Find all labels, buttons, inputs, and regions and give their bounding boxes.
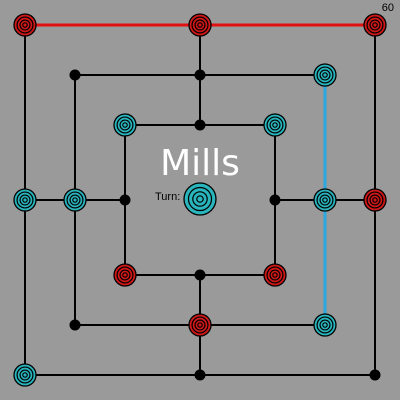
board-point-i-l[interactable] bbox=[119, 194, 131, 206]
board-point-m-tl[interactable] bbox=[69, 69, 81, 81]
board-point-m-bl[interactable] bbox=[69, 319, 81, 331]
red-piece-i-bl[interactable] bbox=[113, 263, 137, 287]
turn-indicator-piece bbox=[183, 182, 217, 216]
red-piece-m-b[interactable] bbox=[188, 313, 212, 337]
board-point-i-t[interactable] bbox=[194, 119, 206, 131]
cyan-piece-o-bl[interactable] bbox=[13, 363, 37, 387]
red-piece-i-br[interactable] bbox=[263, 263, 287, 287]
cyan-piece-m-tr[interactable] bbox=[313, 63, 337, 87]
board-point-i-b[interactable] bbox=[194, 269, 206, 281]
turn-label: Turn: bbox=[155, 191, 181, 203]
board-point-m-t[interactable] bbox=[194, 69, 206, 81]
board-point-o-b[interactable] bbox=[194, 369, 206, 381]
cyan-piece-o-l[interactable] bbox=[13, 188, 37, 212]
red-piece-o-t[interactable] bbox=[188, 13, 212, 37]
red-piece-o-tl[interactable] bbox=[13, 13, 37, 37]
cyan-piece-i-tr[interactable] bbox=[263, 113, 287, 137]
move-counter: 60 bbox=[381, 2, 394, 14]
cyan-piece-m-l[interactable] bbox=[63, 188, 87, 212]
cyan-piece-m-br[interactable] bbox=[313, 313, 337, 337]
board-point-o-br[interactable] bbox=[369, 369, 381, 381]
board-point-i-r[interactable] bbox=[269, 194, 281, 206]
red-piece-o-tr[interactable] bbox=[363, 13, 387, 37]
cyan-piece-m-r[interactable] bbox=[313, 188, 337, 212]
game-title: Mills bbox=[160, 143, 240, 184]
cyan-piece-i-tl[interactable] bbox=[113, 113, 137, 137]
red-piece-o-r[interactable] bbox=[363, 188, 387, 212]
